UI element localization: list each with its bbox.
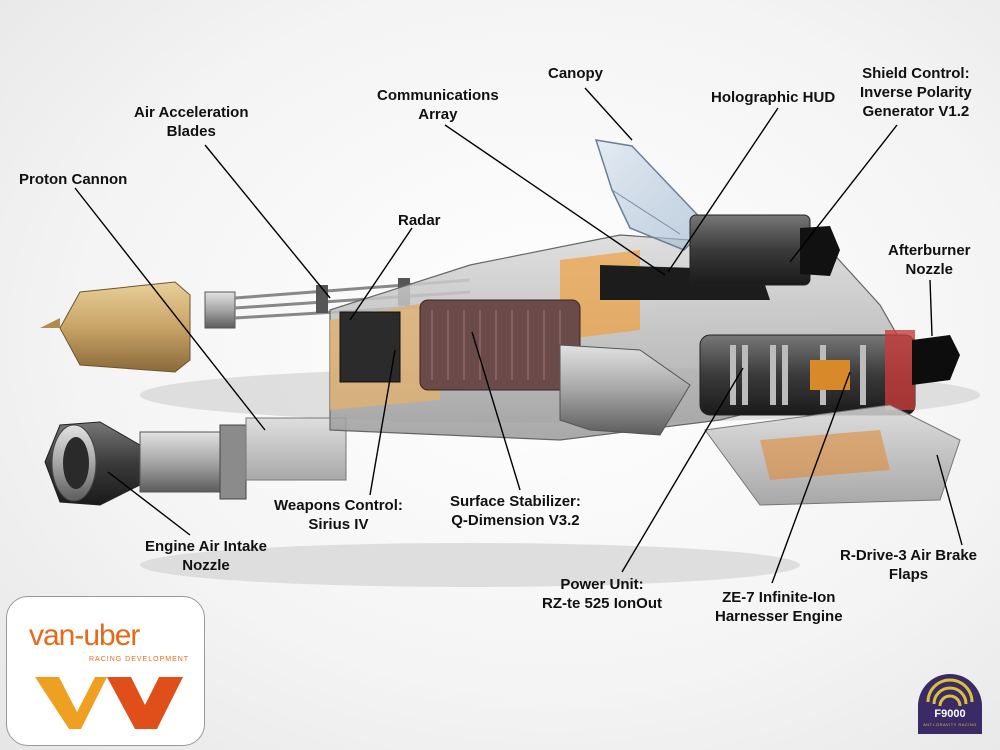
f9000-subtitle: ANTI-GRAVITY RACING [923,722,977,727]
van-uber-wordmark: van-uber [29,619,140,652]
van-uber-logo: van-uber RACING DEVELOPMENT [6,596,205,746]
label-shield-control: Shield Control: Inverse Polarity Generat… [860,65,972,120]
canopy [594,139,710,251]
vr-monogram-icon [35,677,183,729]
label-communications-array: Communications Array [377,87,499,123]
label-canopy: Canopy [548,65,604,82]
f9000-wordmark: F9000 [934,708,966,720]
label-proton-cannon: Proton Cannon [19,171,128,188]
van-uber-subtitle: RACING DEVELOPMENT [89,656,190,663]
label-surface-stabilizer: Surface Stabilizer: Q-Dimension V3.2 [450,493,581,529]
ze7-engine [699,330,960,416]
leader-lines [74,87,963,584]
f9000-logo [918,674,982,734]
air-brake-flaps [704,404,961,506]
label-afterburner-nozzle: Afterburner Nozzle [888,242,971,278]
label-ze7-engine: ZE-7 Infinite-Ion Harnesser Engine [715,589,843,625]
label-engine-air-intake: Engine Air Intake Nozzle [145,538,267,574]
afterburner-nozzle [912,335,960,385]
engine-air-intake-pod [44,417,347,506]
label-air-brake-flaps: R-Drive-3 Air Brake Flaps [840,547,977,583]
rear-upper-engine [689,214,840,286]
label-power-unit: Power Unit: RZ-te 525 IonOut [542,576,663,612]
label-air-acceleration-blades: Air Acceleration Blades [134,104,249,140]
label-radar: Radar [398,212,441,229]
surface-stabilizer [559,344,691,436]
label-holographic-hud: Holographic HUD [711,89,836,106]
label-weapons-control: Weapons Control: Sirius IV [274,497,403,533]
